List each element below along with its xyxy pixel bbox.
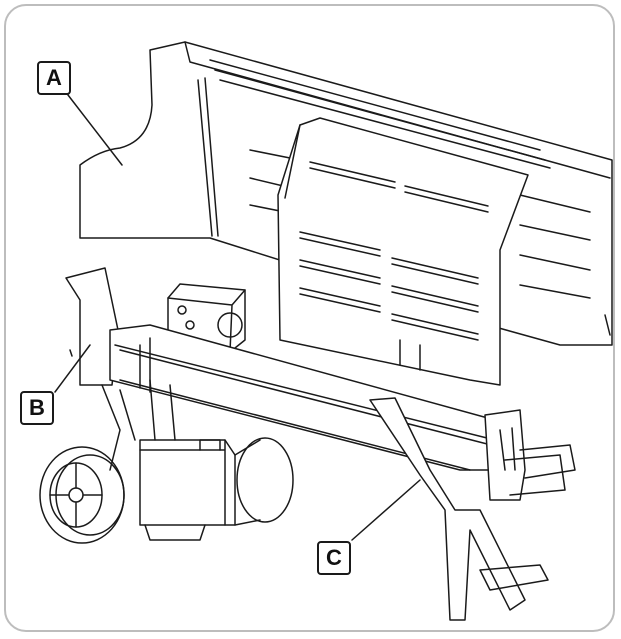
callout-a: A: [37, 61, 71, 95]
callout-b: B: [20, 391, 54, 425]
leader-lines: [54, 94, 421, 541]
callout-c: C: [317, 541, 351, 575]
electric-motor: [139, 379, 294, 541]
front-leg: [369, 397, 549, 621]
wedge-assembly: [484, 409, 576, 501]
left-side-bracket: [65, 267, 119, 386]
wheel: [39, 384, 136, 544]
front-guard-plate: [277, 117, 529, 386]
